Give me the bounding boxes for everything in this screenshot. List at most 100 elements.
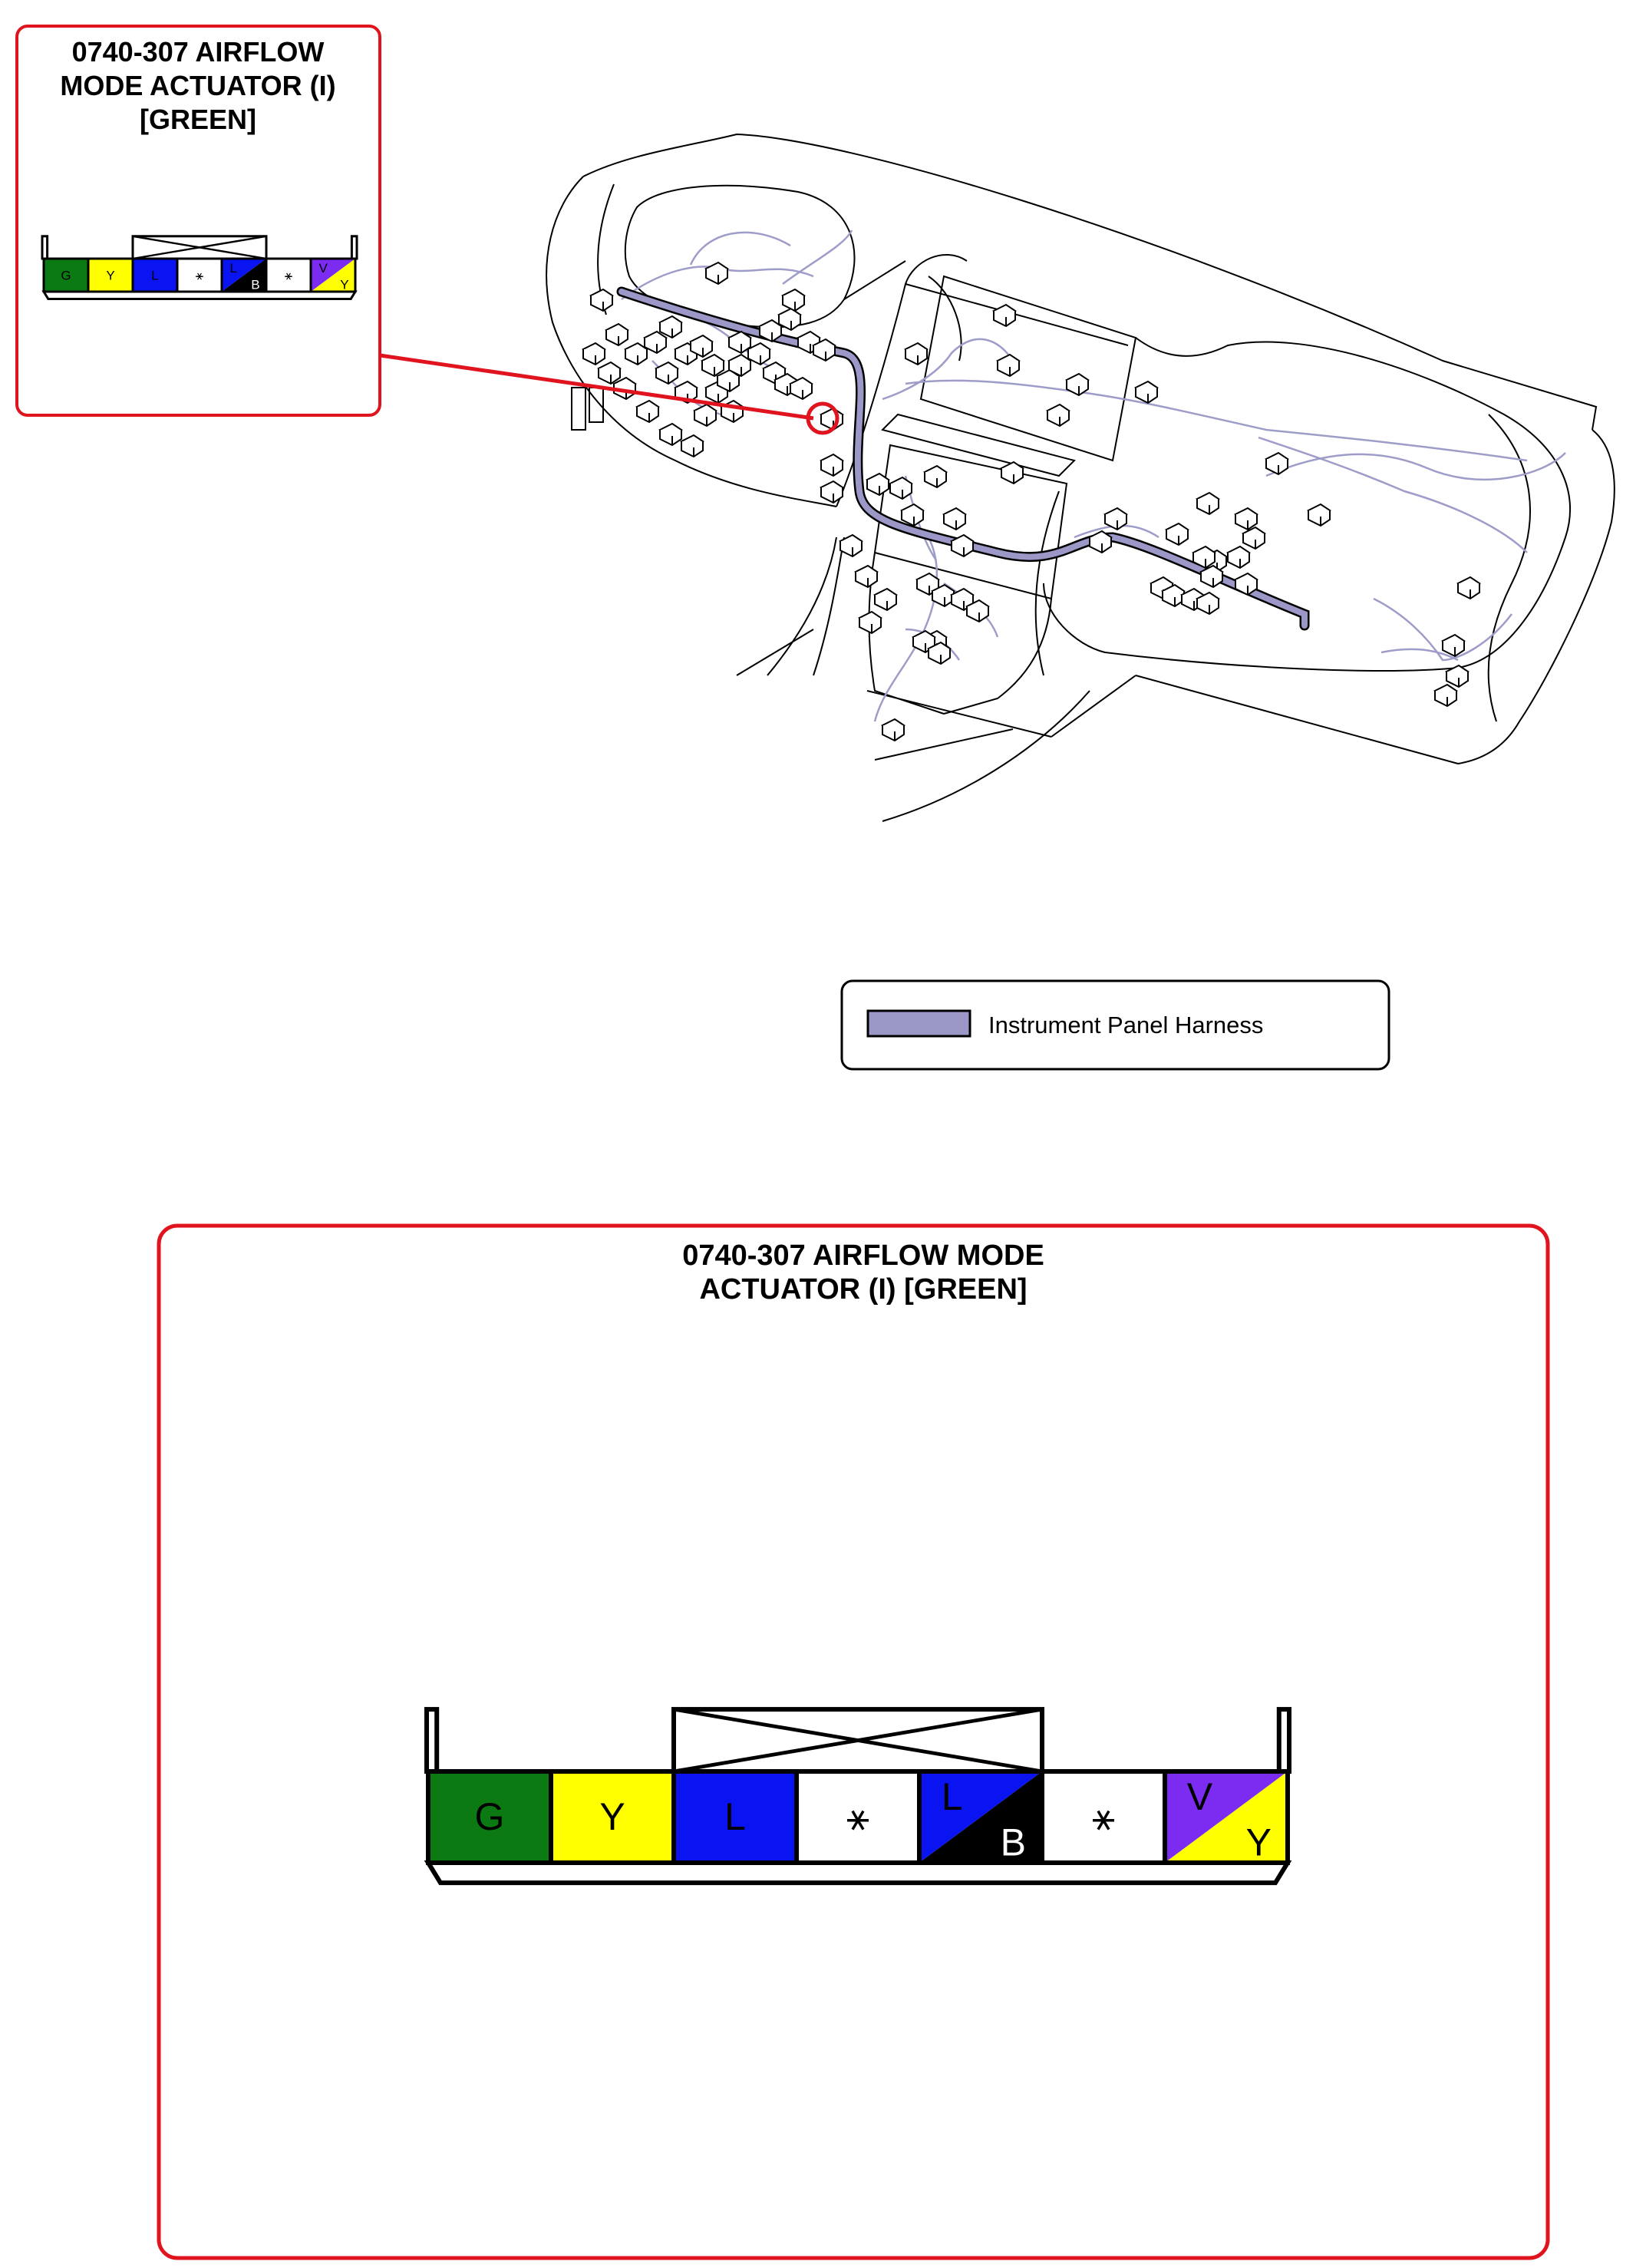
detail-pin-6-cell: [1040, 1769, 1167, 1865]
connector-box-54: [858, 610, 882, 635]
connector-box-19: [693, 403, 717, 428]
inset-pin-2: Y: [87, 257, 134, 293]
connector-box-5: [658, 315, 683, 339]
connector-box-65: [1161, 583, 1186, 608]
detail-pin-6-label: ⚹: [1092, 1795, 1115, 1838]
connector-box-78: [1226, 545, 1251, 569]
connector-box-33: [820, 407, 844, 431]
inset-lock-x-line-2: [132, 235, 267, 260]
connector-box-67: [1196, 591, 1220, 616]
inset-pin-4-cell: [176, 257, 223, 293]
connector-box-30: [812, 338, 836, 362]
detail-pin-4-label: ⚹: [846, 1795, 869, 1838]
connector-box-45: [950, 533, 975, 558]
connector-box-22: [747, 342, 771, 366]
detail-pin-5-color-b: [919, 1771, 1042, 1863]
detail-pin-1: G: [426, 1769, 553, 1865]
inset-right-post: [350, 235, 358, 260]
detail-pin-5: LB: [917, 1769, 1044, 1865]
inset-pin-2-label: Y: [106, 269, 114, 283]
inset-pin-5-color-b: [222, 259, 266, 292]
callout: [379, 353, 839, 435]
connector-box-3: [624, 342, 648, 366]
connector-box-38: [820, 453, 844, 477]
connector-box-9: [655, 361, 679, 385]
connector-box-76: [1192, 545, 1216, 569]
inset-base: [41, 290, 358, 300]
connector-box-68: [1234, 572, 1258, 596]
inset-pin-7: VY: [309, 257, 357, 293]
inset-pin-4: ⚹: [176, 257, 223, 293]
connector-box-62: [1234, 507, 1258, 531]
inset-pin-4-label: ⚹: [196, 269, 203, 283]
connector-box-80: [1065, 372, 1090, 397]
connector-box-13: [597, 361, 622, 385]
connector-box-63: [1242, 526, 1266, 550]
connector-box-27: [758, 319, 783, 343]
inset-pin-7-label: V: [318, 261, 328, 276]
connector-box-21: [727, 353, 752, 378]
connector-box-73: [1445, 664, 1470, 688]
connector-box-26: [727, 330, 752, 355]
connector-box-70: [1265, 451, 1289, 476]
inset-pin-5-label-2: B: [251, 278, 259, 292]
detail-pin-2-label: Y: [599, 1795, 625, 1838]
detail-pin-7-color-b: [1165, 1771, 1288, 1863]
connector-box-17: [658, 422, 683, 447]
detail-pin-7-label: V: [1187, 1775, 1213, 1818]
detail-panel: 0740-307 AIRFLOW MODE ACTUATOR (I) [GREE…: [157, 1223, 1550, 2260]
inset-pin-5: LB: [220, 257, 268, 293]
detail-right-post: [1276, 1707, 1292, 1774]
inset-pin-1-label: G: [61, 269, 71, 283]
legend: Instrument Panel Harness: [840, 979, 1390, 1071]
detail-title-line-1: 0740-307 AIRFLOW MODE: [682, 1240, 1044, 1272]
connector-box-41: [889, 476, 913, 500]
detail-pin-5-label-2: B: [1001, 1821, 1026, 1864]
connector-box-37: [1000, 461, 1024, 485]
connector-box-58: [1088, 530, 1113, 554]
inset-title-line-3: [GREEN]: [140, 104, 256, 135]
connector-box-25: [789, 376, 813, 401]
legend-label: Instrument Panel Harness: [988, 1012, 1263, 1038]
detail-base: [424, 1860, 1292, 1886]
inset-pin-6-cell: [265, 257, 312, 293]
inset-title-line-1: 0740-307 AIRFLOW: [72, 36, 325, 68]
connector-box-44: [942, 507, 967, 531]
connector-box-46: [839, 533, 863, 558]
inset-pin-3-label: L: [151, 269, 158, 283]
connector-box-61: [1196, 491, 1220, 516]
detail-pin-5-label: L: [942, 1775, 963, 1818]
detail-left-post: [424, 1707, 440, 1774]
connector-box-69: [1307, 503, 1331, 527]
connector-symbols: [582, 261, 1481, 742]
inset-pin-6: ⚹: [265, 257, 312, 293]
connector-box-77: [1199, 564, 1224, 589]
detail-pin-3-label: L: [724, 1795, 746, 1838]
connector-box-42: [900, 503, 925, 527]
connector-box-48: [873, 587, 898, 612]
connector-box-40: [866, 472, 890, 497]
connector-box-31: [704, 261, 729, 286]
detail-pin-1-cell: [426, 1769, 553, 1865]
connector-box-60: [1165, 522, 1189, 546]
connector-box-43: [923, 464, 948, 489]
connector-box-72: [1441, 633, 1466, 658]
detail-pin-2: Y: [549, 1769, 676, 1865]
connector-box-2: [605, 322, 629, 347]
connector-box-34: [904, 342, 929, 366]
detail-pin-7-label-2: Y: [1246, 1821, 1272, 1864]
connector-box-14: [582, 342, 606, 366]
inset-pin-3: L: [131, 257, 179, 293]
connector-box-56: [927, 641, 952, 665]
connector-box-50: [931, 583, 955, 608]
detail-title-line-2: ACTUATOR (I) [GREEN]: [699, 1273, 1027, 1306]
inset-left-post: [41, 235, 49, 260]
detail-pin-7: VY: [1163, 1769, 1290, 1865]
connector-box-71: [1456, 576, 1481, 600]
instrument-panel-harness: [616, 286, 1310, 631]
detail-pin-3: L: [671, 1769, 799, 1865]
connector-box-35: [996, 353, 1021, 378]
detail-pin-6: ⚹: [1040, 1769, 1167, 1865]
